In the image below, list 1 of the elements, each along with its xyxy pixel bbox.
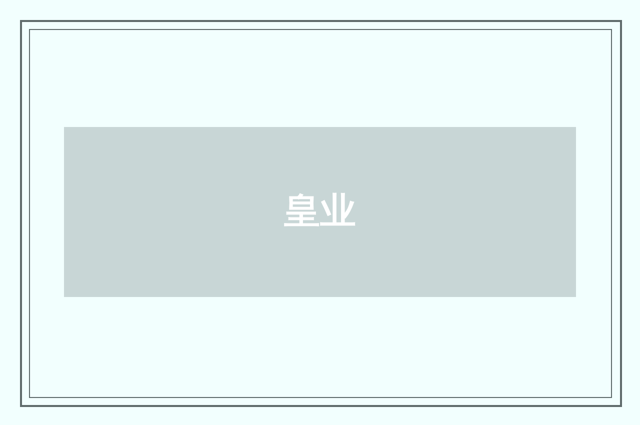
title-panel <box>64 127 576 297</box>
